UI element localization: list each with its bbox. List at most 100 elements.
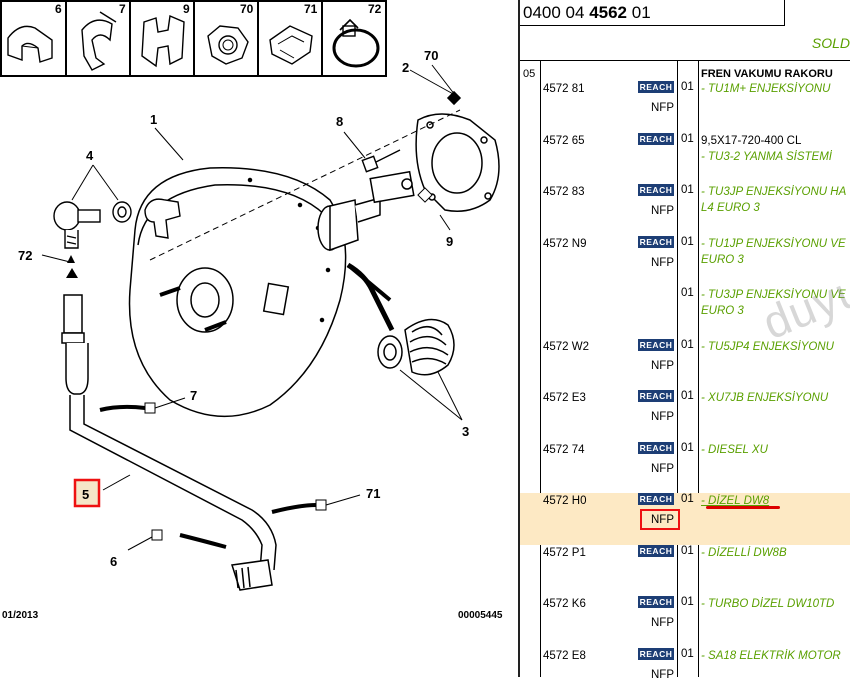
part-description: 9,5X17-720-400 CL- TU3-2 YANMA SİSTEMİ xyxy=(701,133,832,165)
col-line xyxy=(540,60,541,677)
part-number[interactable]: 4572 E3 xyxy=(543,392,586,404)
footer-ref: 00005445 xyxy=(458,610,503,621)
part-description: - TU1JP ENJEKSİYONU VE EURO 3 xyxy=(701,236,846,268)
part-number[interactable]: 4572 E8 xyxy=(543,649,586,662)
svg-text:9: 9 xyxy=(183,2,190,16)
reach-badge: REACH xyxy=(638,81,674,93)
svg-text:5: 5 xyxy=(82,487,89,502)
nfp-label: NFP xyxy=(651,617,674,629)
description-line: - DİZEL DW8 xyxy=(701,495,770,507)
description-line: - TU3JP ENJEKSİYONU HA xyxy=(701,186,847,198)
part-title: FREN VAKUMU RAKORU xyxy=(701,68,833,80)
booster-rod xyxy=(317,170,415,252)
footer-date: 01/2013 xyxy=(2,610,39,621)
svg-text:71: 71 xyxy=(304,2,318,16)
table-row[interactable]: 4572 81 REACH NFP 01 - TU1M+ ENJEKSİYONU xyxy=(520,81,850,133)
description-line: - DİZELLİ DW8B xyxy=(701,546,787,559)
thumbnail-strip xyxy=(0,0,387,77)
reach-badge: REACH xyxy=(638,647,674,660)
reach-badge: REACH xyxy=(638,132,674,145)
nfp-label: NFP xyxy=(651,462,674,475)
bolt-8 xyxy=(361,149,401,173)
svg-text:6: 6 xyxy=(55,2,62,16)
nfp-label: NFP xyxy=(651,256,674,269)
svg-text:6: 6 xyxy=(110,554,117,569)
quantity: 01 xyxy=(681,132,694,145)
quantity: 01 xyxy=(681,390,694,402)
col-line xyxy=(698,60,699,677)
svg-text:70: 70 xyxy=(424,48,438,63)
description-line: - XU7JB ENJEKSİYONU xyxy=(701,392,829,404)
svg-text:7: 7 xyxy=(119,2,126,16)
col-line xyxy=(677,60,678,677)
nfp-label: NFP xyxy=(651,102,674,114)
diagram-svg: 6 7 9 70 71 72 xyxy=(0,0,500,591)
part-description: - TU1M+ ENJEKSİYONU xyxy=(701,81,830,97)
description-line: - TU1M+ ENJEKSİYONU xyxy=(701,83,831,95)
nfp-label: NFP xyxy=(651,668,674,681)
quantity: 01 xyxy=(681,647,694,660)
parts-catalog: 0400 04 4562 01 SOLD 05 FREN VAKUMU RAKO… xyxy=(520,0,850,681)
description-line: EURO 3 xyxy=(701,305,744,317)
svg-text:71: 71 xyxy=(366,486,380,501)
table-row[interactable]: 01 - TU3JP ENJEKSİYONU VE EURO 3 xyxy=(520,287,850,339)
part-number[interactable]: 4572 W2 xyxy=(543,340,590,353)
part-number[interactable]: 4572 65 xyxy=(543,134,585,147)
table-row[interactable]: 4572 65 REACH 01 9,5X17-720-400 CL- TU3-2 Y… xyxy=(520,132,850,185)
part-number[interactable]: 4572 H0 xyxy=(543,495,587,507)
svg-text:4: 4 xyxy=(86,148,94,163)
part-number[interactable]: 4572 83 xyxy=(543,186,585,198)
part-number[interactable]: 4572 K6 xyxy=(543,598,586,610)
part-number[interactable]: 4572 81 xyxy=(543,83,585,95)
rubber-boots xyxy=(377,318,455,376)
part-description: - TU3JP ENJEKSİYONU VE EURO 3 xyxy=(701,287,846,319)
description-line: - TU3JP ENJEKSİYONU VE xyxy=(701,289,846,301)
reach-badge: REACH xyxy=(638,544,674,557)
column-divider xyxy=(518,0,520,677)
table-row[interactable]: 4572 N9 REACH NFP 01 - TU1JP ENJEKSİYONU VE E… xyxy=(520,235,850,288)
description-line: - SA18 ELEKTRİK MOTOR xyxy=(701,649,841,662)
svg-text:72: 72 xyxy=(18,248,32,263)
description-line: - TU3-2 YANMA SİSTEMİ xyxy=(701,150,832,163)
reach-badge: REACH xyxy=(638,390,674,402)
gasket-plate xyxy=(415,113,500,212)
quantity: 01 xyxy=(681,81,694,93)
vacuum-hose xyxy=(61,294,277,591)
quantity: 01 xyxy=(681,441,694,454)
reach-badge: REACH xyxy=(638,338,674,351)
description-line: L4 EURO 3 xyxy=(701,202,760,214)
quantity: 01 xyxy=(681,235,694,248)
table-row[interactable]: 4572 E8 REACH NFP 01 - SA18 ELEKTRİK MOTOR xyxy=(520,647,850,700)
nfp-label: NFP xyxy=(651,205,674,217)
part-number[interactable]: 4572 N9 xyxy=(543,237,587,250)
nfp-label: NFP xyxy=(651,359,674,372)
nfp-highlight-box xyxy=(640,509,680,530)
reach-badge: REACH xyxy=(638,184,674,196)
svg-text:70: 70 xyxy=(240,2,254,16)
part-description: - TU5JP4 ENJEKSİYONU xyxy=(701,339,834,355)
part-description: - XU7JB ENJEKSİYONU xyxy=(701,390,828,406)
reach-badge: REACH xyxy=(638,596,674,608)
nfp-label: NFP xyxy=(651,514,674,526)
reach-badge: REACH xyxy=(638,235,674,248)
leader-lines xyxy=(41,64,463,491)
description-line: EURO 3 xyxy=(701,253,744,266)
red-underline xyxy=(706,506,780,509)
part-description: - SA18 ELEKTRİK MOTOR xyxy=(701,648,841,664)
part-number[interactable]: 4572 P1 xyxy=(543,546,586,559)
svg-text:7: 7 xyxy=(190,388,197,403)
quantity: 01 xyxy=(681,287,694,299)
header-rule xyxy=(520,60,850,61)
part-number[interactable]: 4572 74 xyxy=(543,443,585,456)
exploded-diagram: 6 7 9 70 71 72 xyxy=(0,0,503,621)
description-line: - TURBO DİZEL DW10TD xyxy=(701,598,835,610)
description-line: - TU1JP ENJEKSİYONU VE xyxy=(701,237,846,250)
description-line: - TU5JP4 ENJEKSİYONU xyxy=(701,340,834,353)
